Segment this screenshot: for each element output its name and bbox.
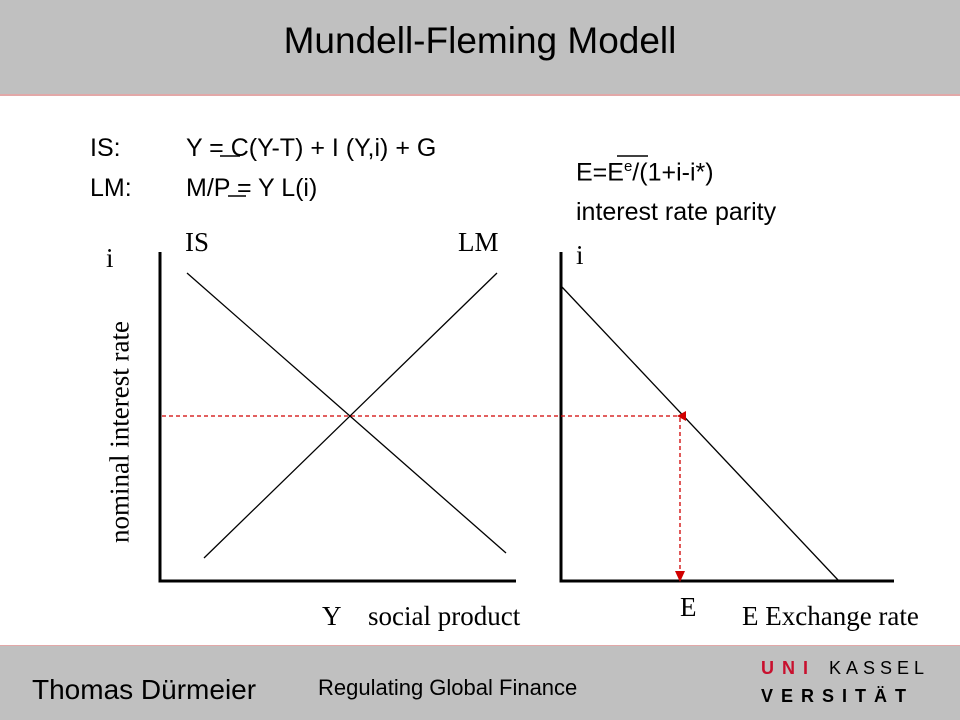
left-x-axis-symbol: Y bbox=[322, 601, 342, 631]
university-logo: UNI KASSEL VERSITÄT bbox=[757, 655, 947, 715]
right-y-axis-symbol: i bbox=[576, 240, 584, 270]
guide-intersection-marker bbox=[677, 411, 686, 421]
is-curve-label: IS bbox=[185, 227, 210, 257]
page-title: Mundell-Fleming Modell bbox=[283, 20, 677, 61]
lm-curve-label: LM bbox=[458, 227, 499, 257]
parity-formula-superscript: e bbox=[623, 158, 633, 175]
parity-formula: E=Ee/(1+i-i*) bbox=[576, 158, 714, 187]
parity-curve bbox=[561, 286, 839, 581]
author-name: Thomas Dürmeier bbox=[32, 674, 257, 705]
logo-line-1: UNI KASSEL bbox=[761, 658, 929, 679]
lm-equation-formula: M/P = Y L(i) bbox=[186, 174, 318, 202]
left-x-axis-label: social product bbox=[368, 601, 521, 631]
lm-curve bbox=[203, 272, 498, 559]
header-bar bbox=[0, 0, 960, 94]
logo-accent-text: UNI bbox=[761, 658, 816, 678]
guide-arrowhead bbox=[675, 571, 685, 582]
parity-formula-post: /(1+i-i*) bbox=[632, 158, 714, 187]
equilibrium-exchange-label: E bbox=[680, 592, 697, 622]
logo-rest-text: KASSEL bbox=[829, 658, 930, 678]
parity-caption: interest rate parity bbox=[576, 198, 777, 226]
footer-bar bbox=[0, 646, 960, 720]
left-y-axis-label: nominal interest rate bbox=[104, 321, 135, 543]
is-equation-label: IS: bbox=[90, 134, 121, 162]
logo-line-2: VERSITÄT bbox=[761, 686, 915, 706]
right-x-axis-label: E Exchange rate bbox=[742, 601, 919, 631]
lm-equation-label: LM: bbox=[90, 174, 132, 202]
parity-formula-pre: E=E bbox=[576, 158, 624, 187]
is-curve bbox=[186, 272, 507, 554]
is-equation-formula: Y = C(Y-T) + I (Y,i) + G bbox=[186, 134, 437, 162]
header-divider bbox=[0, 94, 960, 96]
left-y-axis-symbol: i bbox=[106, 243, 114, 273]
course-title: Regulating Global Finance bbox=[318, 675, 578, 700]
